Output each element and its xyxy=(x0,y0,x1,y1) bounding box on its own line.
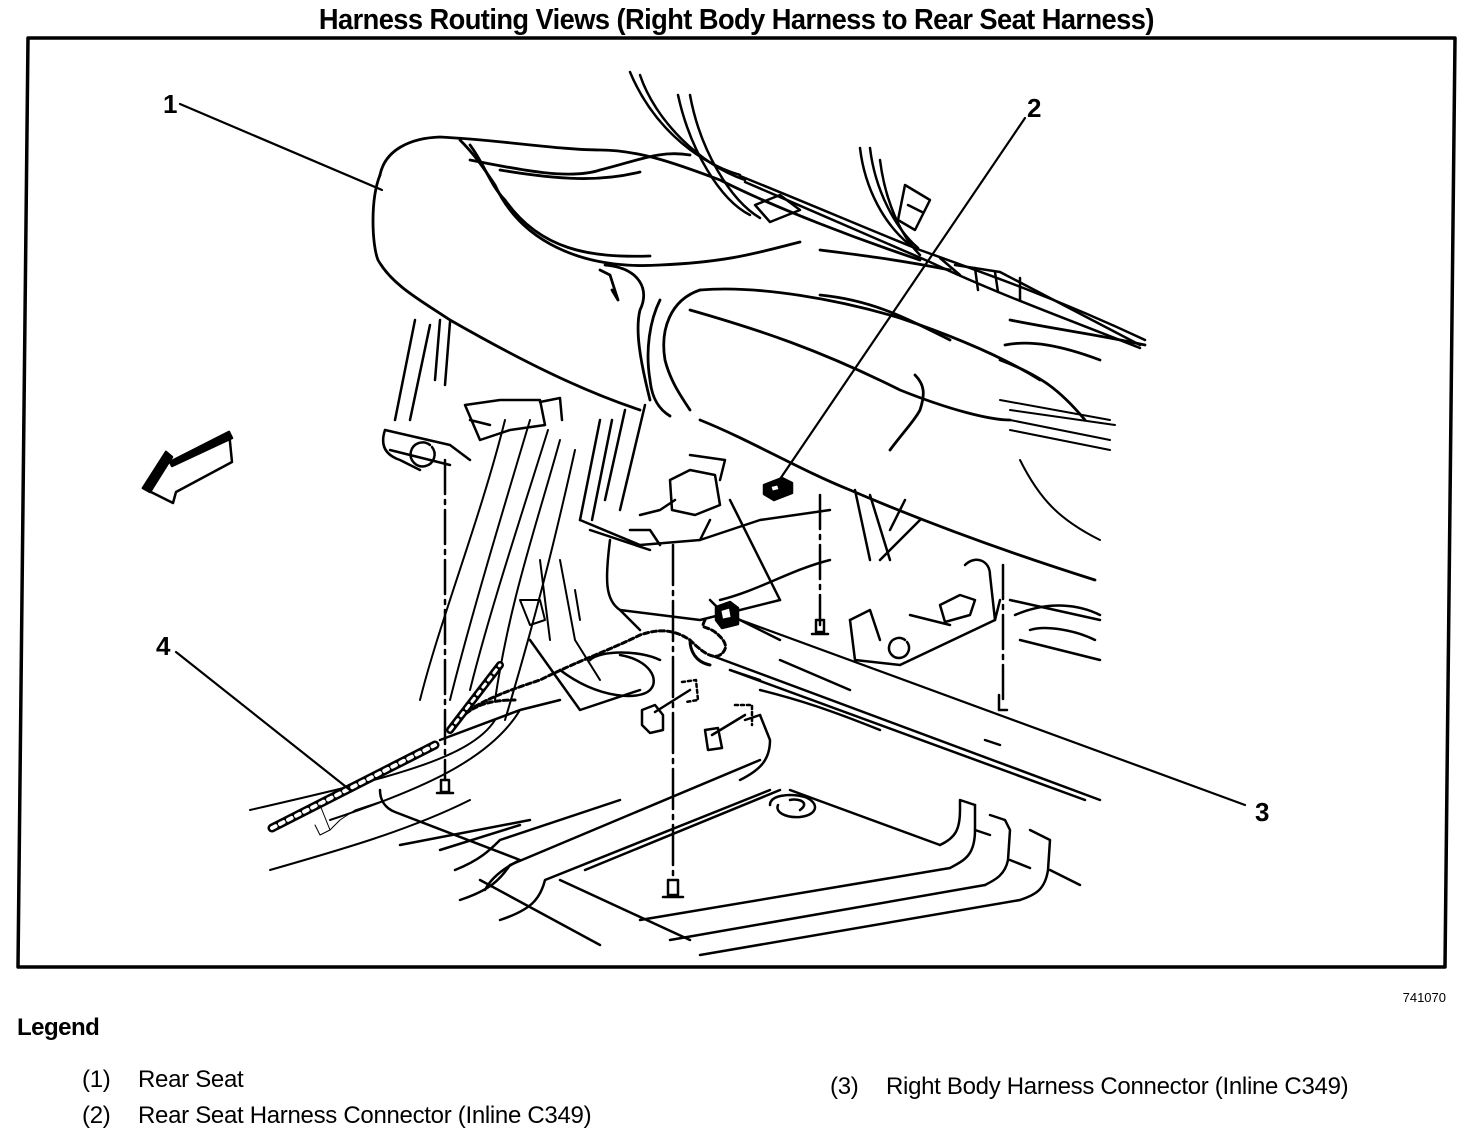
figure-number: 741070 xyxy=(1402,990,1446,1005)
rear-seat-cushion xyxy=(371,135,1147,582)
callout-2: 2 xyxy=(1027,93,1041,123)
leader-lines xyxy=(174,102,1247,807)
forward-arrow-icon xyxy=(141,430,234,505)
left-seat-bracket xyxy=(381,318,564,472)
right-body-harness-connector xyxy=(714,600,740,630)
leader-4 xyxy=(174,650,352,792)
leader-1 xyxy=(178,102,384,192)
legend-item-3: (3) Right Body Harness Connector (Inline … xyxy=(830,1073,1349,1101)
legend-item-label: Rear Seat Harness Connector (Inline C349… xyxy=(138,1102,592,1129)
leader-2 xyxy=(776,116,1027,484)
legend-item-number: (3) xyxy=(830,1073,859,1100)
legend-item-number: (1) xyxy=(82,1066,111,1093)
center-seat-bracket xyxy=(578,403,727,552)
fasteners xyxy=(435,458,1009,899)
callout-3: 3 xyxy=(1255,797,1269,827)
quarter-panel xyxy=(249,419,601,871)
leader-3 xyxy=(733,616,1247,807)
seat-back xyxy=(628,70,1147,350)
legend-item-label: Right Body Harness Connector (Inline C34… xyxy=(886,1073,1349,1100)
harness-clips xyxy=(640,678,754,752)
illustration-frame xyxy=(16,36,1457,969)
seat-right-trim xyxy=(999,399,1116,541)
legend-item-2: (2) Rear Seat Harness Connector (Inline C… xyxy=(82,1102,592,1130)
diagram-title: Harness Routing Views (Right Body Harnes… xyxy=(318,4,1155,36)
right-seat-bracket xyxy=(848,488,1002,667)
callout-1: 1 xyxy=(163,89,177,119)
callout-4: 4 xyxy=(156,631,171,661)
harness-conduit xyxy=(267,661,504,836)
floor-pan xyxy=(378,498,1102,957)
legend-heading: Legend xyxy=(17,1014,100,1041)
legend-item-label: Rear Seat xyxy=(138,1066,244,1093)
legend-item-1: (1) Rear Seat xyxy=(82,1066,244,1094)
legend-item-number: (2) xyxy=(82,1102,111,1129)
